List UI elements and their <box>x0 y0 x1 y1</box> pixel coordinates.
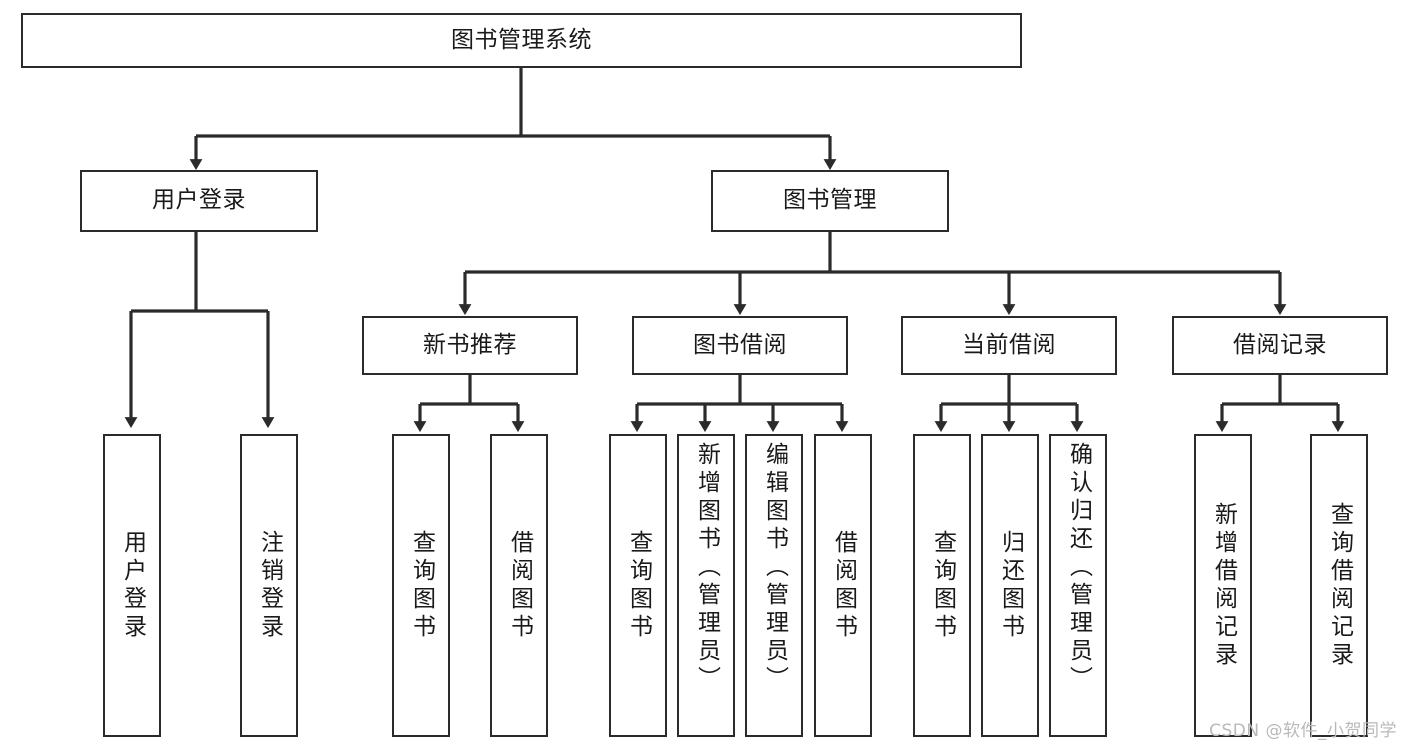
node-new-book-recommend[interactable]: 新书推荐 <box>362 316 578 375</box>
leaf-borrow-book-recommend[interactable]: 借阅图书 <box>490 434 548 737</box>
leaf-borrow-book[interactable]: 借阅图书 <box>814 434 872 737</box>
leaf-confirm-return-admin[interactable]: 确认归还（管理员） <box>1049 434 1107 737</box>
node-current-borrow[interactable]: 当前借阅 <box>901 316 1117 375</box>
leaf-add-book-admin-label: 新增图书（管理员） <box>693 442 720 694</box>
leaf-add-book-admin[interactable]: 新增图书（管理员） <box>677 434 735 737</box>
node-user-login-label: 用户登录 <box>152 187 246 214</box>
leaf-query-borrow-record-label: 查询借阅记录 <box>1326 501 1353 670</box>
leaf-edit-book-admin[interactable]: 编辑图书（管理员） <box>745 434 803 737</box>
leaf-query-book-current-label: 查询图书 <box>929 529 956 642</box>
node-root[interactable]: 图书管理系统 <box>21 13 1022 68</box>
node-root-label: 图书管理系统 <box>451 26 592 53</box>
leaf-add-borrow-record-label: 新增借阅记录 <box>1210 501 1237 670</box>
node-borrow-record-label: 借阅记录 <box>1233 331 1327 358</box>
node-book-borrow[interactable]: 图书借阅 <box>632 316 848 375</box>
node-book-management[interactable]: 图书管理 <box>711 170 949 232</box>
node-user-login[interactable]: 用户登录 <box>80 170 318 232</box>
leaf-query-book-current[interactable]: 查询图书 <box>913 434 971 737</box>
leaf-add-borrow-record[interactable]: 新增借阅记录 <box>1194 434 1252 737</box>
leaf-query-borrow-record[interactable]: 查询借阅记录 <box>1310 434 1368 737</box>
node-book-borrow-label: 图书借阅 <box>693 331 787 358</box>
csdn-watermark: CSDN @软件_小贺同学 <box>1209 721 1397 741</box>
leaf-user-login[interactable]: 用户登录 <box>103 434 161 737</box>
leaf-user-login-label: 用户登录 <box>119 529 146 642</box>
leaf-query-book-recommend[interactable]: 查询图书 <box>392 434 450 737</box>
leaf-query-book-borrow-label: 查询图书 <box>625 529 652 642</box>
node-borrow-record[interactable]: 借阅记录 <box>1172 316 1388 375</box>
node-current-borrow-label: 当前借阅 <box>962 331 1056 358</box>
node-new-book-recommend-label: 新书推荐 <box>423 331 517 358</box>
leaf-borrow-book-recommend-label: 借阅图书 <box>506 529 533 642</box>
leaf-query-book-borrow[interactable]: 查询图书 <box>609 434 667 737</box>
leaf-query-book-recommend-label: 查询图书 <box>408 529 435 642</box>
leaf-return-book[interactable]: 归还图书 <box>981 434 1039 737</box>
leaf-logout-login[interactable]: 注销登录 <box>240 434 298 737</box>
node-book-management-label: 图书管理 <box>783 187 877 214</box>
leaf-borrow-book-label: 借阅图书 <box>830 529 857 642</box>
leaf-confirm-return-admin-label: 确认归还（管理员） <box>1065 442 1092 694</box>
leaf-logout-login-label: 注销登录 <box>256 529 283 642</box>
leaf-return-book-label: 归还图书 <box>997 529 1024 642</box>
leaf-edit-book-admin-label: 编辑图书（管理员） <box>761 442 788 694</box>
